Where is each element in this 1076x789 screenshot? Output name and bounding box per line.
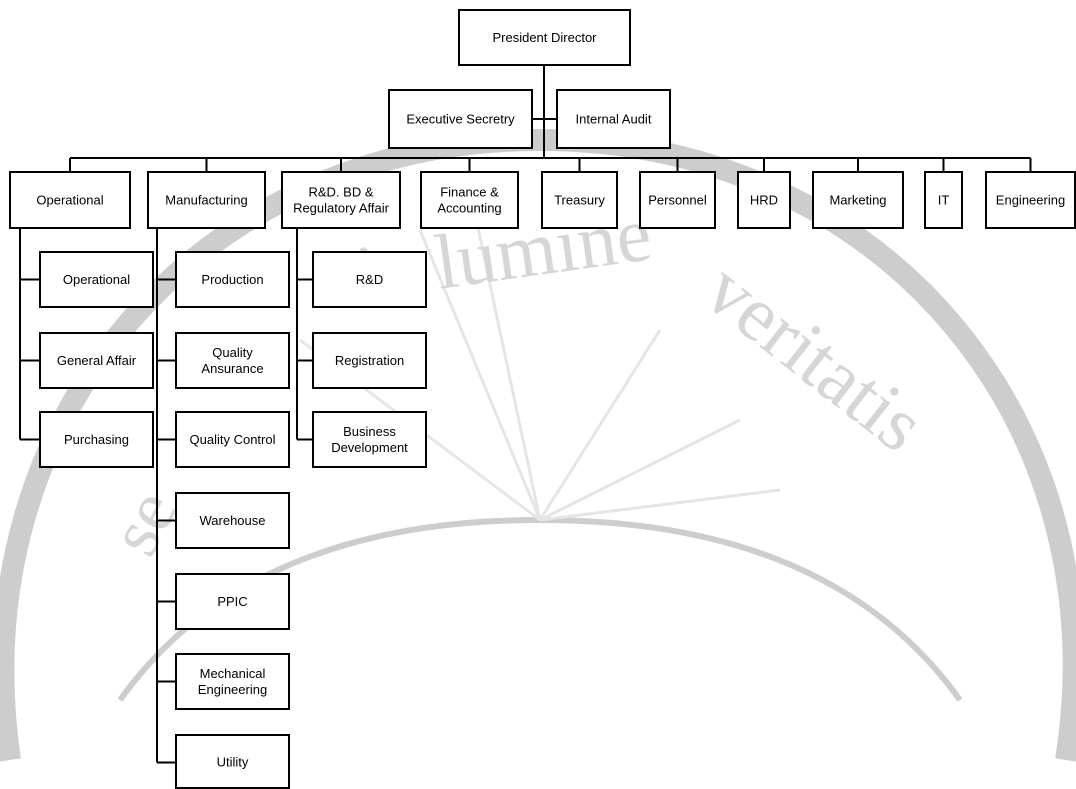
node-label: Purchasing: [64, 432, 129, 447]
node-rd-rnd: R&D: [312, 251, 427, 308]
node-label: IT: [938, 193, 950, 208]
node-label: Mechanical: [200, 666, 266, 681]
node-op-general-affair: General Affair: [39, 332, 154, 389]
connector-lines: [19, 65, 1032, 764]
node-label: R&D. BD &: [308, 185, 373, 200]
node-box: [39, 251, 154, 308]
node-mf-production: Production: [175, 251, 290, 308]
node-box: [541, 171, 618, 229]
node-box: [175, 332, 290, 389]
node-label: Registration: [335, 353, 404, 368]
node-label: Operational: [63, 272, 130, 287]
node-label: Development: [331, 440, 408, 455]
node-label: Business: [343, 424, 396, 439]
node-label: Ansurance: [201, 361, 263, 376]
node-box: [9, 171, 131, 229]
node-box: [312, 332, 427, 389]
node-president: President Director: [458, 9, 631, 66]
node-label: Quality Control: [190, 432, 276, 447]
node-mf-quality-control: Quality Control: [175, 411, 290, 468]
node-label: Production: [201, 272, 263, 287]
node-box: [175, 573, 290, 630]
node-label: Manufacturing: [165, 193, 247, 208]
university-seal-watermark: se in lumine veritatis: [0, 128, 1076, 762]
node-label: Engineering: [198, 682, 267, 697]
node-label: Accounting: [437, 201, 501, 216]
node-label: Engineering: [996, 193, 1065, 208]
node-marketing: Marketing: [812, 171, 904, 229]
node-finance: Finance &Accounting: [420, 171, 519, 229]
node-label: Personnel: [648, 193, 707, 208]
node-box: [175, 492, 290, 549]
node-label: Quality: [212, 345, 253, 360]
node-box: [39, 332, 154, 389]
node-box: [556, 89, 671, 149]
node-audit: Internal Audit: [556, 89, 671, 149]
node-label: Warehouse: [200, 513, 266, 528]
node-manufacturing: Manufacturing: [147, 171, 266, 229]
node-personnel: Personnel: [639, 171, 716, 229]
node-box: [639, 171, 716, 229]
node-label: Utility: [217, 755, 249, 770]
node-operational: Operational: [9, 171, 131, 229]
node-box: [812, 171, 904, 229]
node-secretary: Executive Secretry: [388, 89, 533, 149]
node-label: Operational: [36, 193, 103, 208]
node-box: [312, 411, 427, 468]
node-it: IT: [924, 171, 963, 229]
node-label: Treasury: [554, 193, 605, 208]
node-box: [175, 653, 290, 710]
node-box: [388, 89, 533, 149]
node-box: [312, 251, 427, 308]
node-label: Marketing: [829, 193, 886, 208]
node-box: [420, 171, 519, 229]
node-mf-warehouse: Warehouse: [175, 492, 290, 549]
node-label: Finance &: [440, 185, 499, 200]
node-mf-ppic: PPIC: [175, 573, 290, 630]
node-label: President Director: [492, 30, 597, 45]
node-label: General Affair: [57, 353, 137, 368]
node-box: [281, 171, 401, 229]
node-label: HRD: [750, 193, 778, 208]
node-treasury: Treasury: [541, 171, 618, 229]
node-label: Regulatory Affair: [293, 201, 390, 216]
node-label: R&D: [356, 272, 383, 287]
node-hrd: HRD: [737, 171, 791, 229]
node-op-purchasing: Purchasing: [39, 411, 154, 468]
node-box: [147, 171, 266, 229]
node-box: [175, 251, 290, 308]
node-box: [39, 411, 154, 468]
node-box: [985, 171, 1076, 229]
node-engineering: Engineering: [985, 171, 1076, 229]
node-rd-registration: Registration: [312, 332, 427, 389]
node-label: Internal Audit: [576, 112, 652, 127]
node-mf-utility: Utility: [175, 734, 290, 789]
node-box: [458, 9, 631, 66]
node-rnd-dept: R&D. BD &Regulatory Affair: [281, 171, 401, 229]
node-label: PPIC: [217, 594, 247, 609]
node-box: [175, 411, 290, 468]
node-box: [924, 171, 963, 229]
node-op-operational: Operational: [39, 251, 154, 308]
node-label: Executive Secretry: [406, 112, 515, 127]
node-box: [737, 171, 791, 229]
node-box: [175, 734, 290, 789]
